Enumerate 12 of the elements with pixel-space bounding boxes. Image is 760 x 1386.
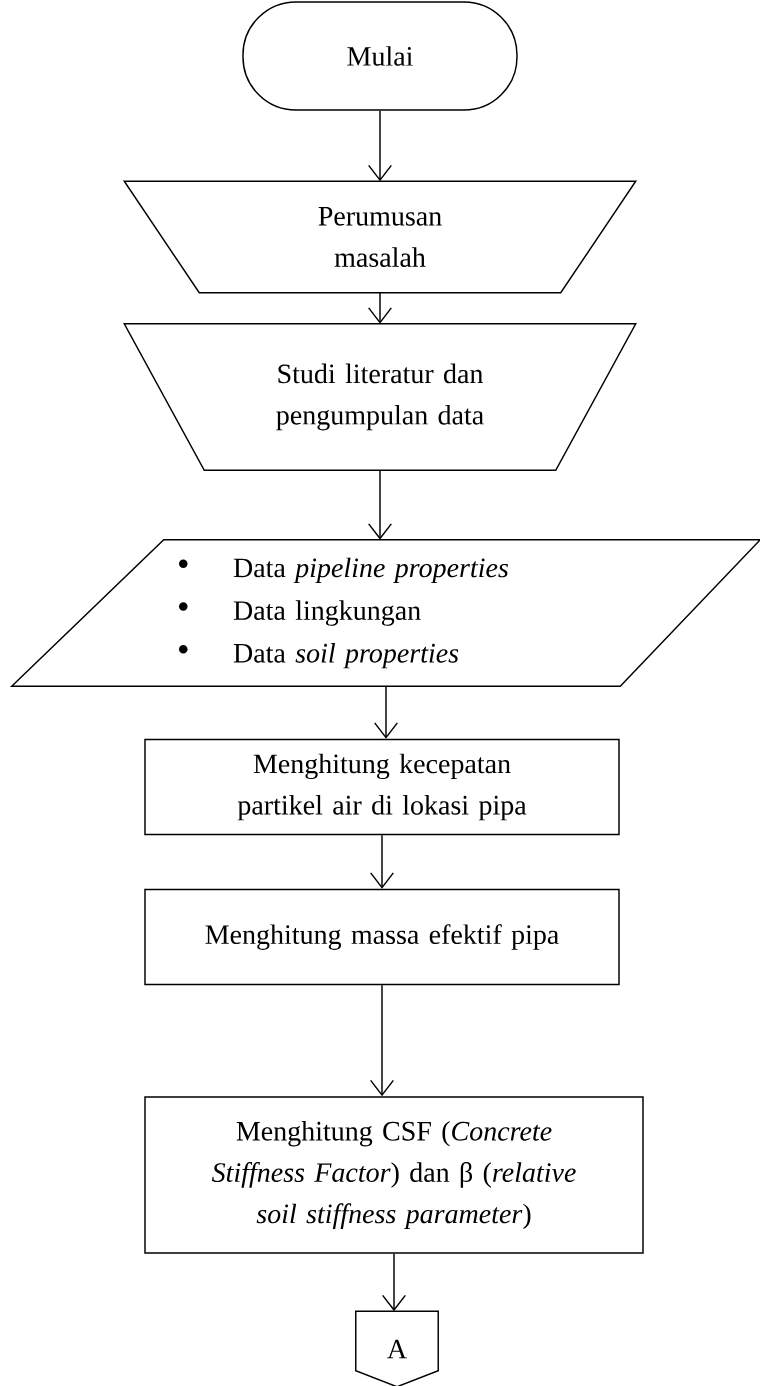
arrow [367, 469, 393, 540]
arrow [369, 834, 395, 889]
process-box: Menghitung massa efektif pipa [144, 888, 620, 986]
arrow [381, 1253, 407, 1312]
arrow [373, 685, 399, 739]
process-box: Menghitung kecepatan partikel air di lokasi pipa [144, 738, 620, 836]
arrow [367, 110, 393, 182]
arrow [369, 984, 395, 1097]
arrow [367, 292, 393, 324]
off-page-connector: A [355, 1310, 439, 1386]
manual-input-trapezoid: Studi literatur dan pengumpulan data [123, 323, 637, 471]
process-box: Menghitung CSF (Concrete Stiffness Factor) dan β (relative soil stiffness parameter) [144, 1096, 644, 1254]
